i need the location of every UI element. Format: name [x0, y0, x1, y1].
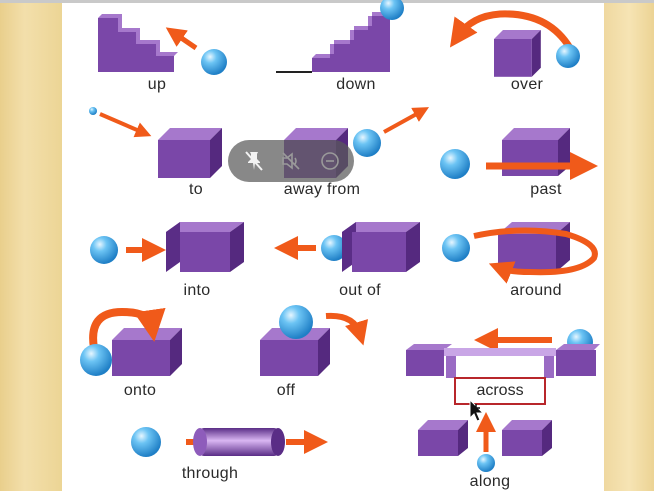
label-around: around [510, 282, 562, 299]
label-into: into [183, 282, 211, 299]
label-up: up [147, 76, 167, 93]
highlighted-label-box: across [454, 377, 546, 405]
mute-icon[interactable] [279, 149, 303, 173]
label-onto: onto [123, 382, 157, 399]
around-illustration [442, 222, 598, 284]
label-over: over [510, 76, 544, 93]
out-of-illustration [274, 222, 420, 272]
label-off: off [276, 382, 296, 399]
across-illustration [406, 328, 600, 378]
label-across: across [476, 382, 524, 399]
label-down: down [336, 76, 376, 93]
through-illustration [131, 427, 328, 457]
onto-illustration [80, 307, 182, 376]
down-illustration [276, 0, 404, 73]
label-to: to [189, 181, 203, 198]
label-past: past [530, 181, 562, 198]
label-through: through [181, 465, 239, 482]
unpin-icon[interactable] [242, 149, 266, 173]
past-illustration [440, 128, 598, 180]
up-illustration [98, 14, 227, 75]
label-along: along [469, 473, 511, 490]
over-illustration [449, 10, 580, 77]
cursor-icon [466, 398, 488, 424]
minimize-icon[interactable] [318, 149, 342, 173]
label-away-from: away from [283, 181, 361, 198]
left-border [0, 0, 62, 491]
label-out-of: out of [339, 282, 381, 299]
to-illustration [89, 107, 222, 178]
top-edge [0, 0, 654, 3]
into-illustration [90, 222, 244, 272]
right-border [604, 0, 654, 491]
floating-control-bar[interactable] [228, 140, 354, 182]
off-illustration [260, 305, 369, 376]
along-illustration [418, 412, 552, 472]
